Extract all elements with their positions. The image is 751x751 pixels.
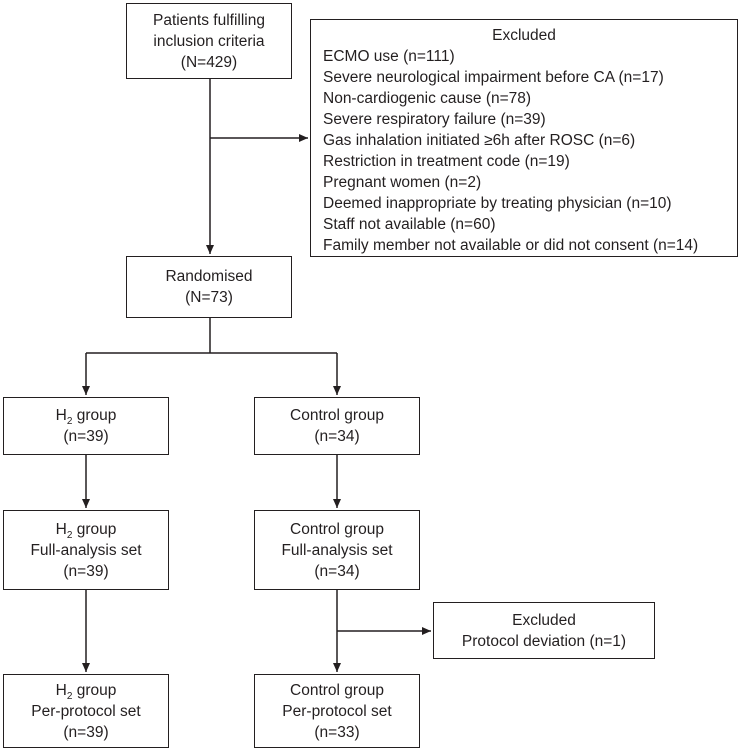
excluded-item: ECMO use (n=111) (323, 48, 455, 65)
control-fas-count: (n=34) (314, 562, 360, 580)
excluded-item: Deemed inappropriate by treating physici… (323, 195, 672, 212)
excluded-item: Non-cardiogenic cause (n=78) (323, 90, 532, 107)
excluded-box: Excluded ECMO use (n=111) Severe neurolo… (310, 19, 738, 257)
h2-group-name: H2 group (55, 520, 117, 541)
h2-group-count: (n=39) (63, 428, 109, 445)
protocol-deviation-header: Excluded (512, 611, 576, 629)
enrolment-count: (N=429) (180, 53, 238, 71)
control-group-count: (n=34) (314, 428, 360, 445)
enrolment-line1: Patients fulfilling (152, 11, 265, 29)
protocol-deviation-reason: Protocol deviation (n=1) (461, 632, 627, 650)
randomised-count: (N=73) (185, 289, 233, 306)
h2-pps-label: Per-protocol set (31, 702, 141, 720)
randomised-box: Randomised (N=73) (126, 256, 292, 318)
control-fas-box: Control group Full-analysis set (n=34) (254, 510, 420, 590)
h2-group-box: H2 group (n=39) (3, 397, 169, 455)
control-group-box: Control group (n=34) (254, 397, 420, 455)
control-pps-count: (n=33) (314, 723, 360, 741)
h2-group-name: H2 group (55, 681, 117, 702)
control-group-name: Control group (290, 520, 384, 538)
h2-pps-count: (n=39) (63, 723, 109, 741)
excluded-item: Pregnant women (n=2) (323, 174, 482, 191)
h2-fas-count: (n=39) (63, 562, 109, 580)
h2-fas-label: Full-analysis set (30, 541, 142, 559)
control-group-name: Control group (290, 681, 384, 699)
protocol-deviation-box: Excluded Protocol deviation (n=1) (433, 602, 655, 659)
excluded-item: Staff not available (n=60) (323, 216, 496, 233)
enrolment-box: Patients fulfilling inclusion criteria (… (126, 3, 292, 79)
excluded-header: Excluded (492, 27, 556, 44)
excluded-item: Gas inhalation initiated ≥6h after ROSC … (323, 132, 636, 149)
control-pps-box: Control group Per-protocol set (n=33) (254, 674, 420, 748)
control-pps-label: Per-protocol set (282, 702, 392, 720)
h2-group-name: H2 group (55, 407, 117, 428)
control-group-name: Control group (290, 407, 384, 424)
excluded-item: Severe neurological impairment before CA… (323, 69, 664, 86)
excluded-item: Restriction in treatment code (n=19) (323, 153, 570, 170)
enrolment-line2: inclusion criteria (153, 32, 265, 50)
excluded-item: Family member not available or did not c… (323, 237, 699, 254)
randomised-label: Randomised (165, 268, 253, 285)
control-fas-label: Full-analysis set (281, 541, 393, 559)
h2-pps-box: H2 group Per-protocol set (n=39) (3, 674, 169, 748)
excluded-item: Severe respiratory failure (n=39) (323, 111, 546, 128)
h2-fas-box: H2 group Full-analysis set (n=39) (3, 510, 169, 590)
